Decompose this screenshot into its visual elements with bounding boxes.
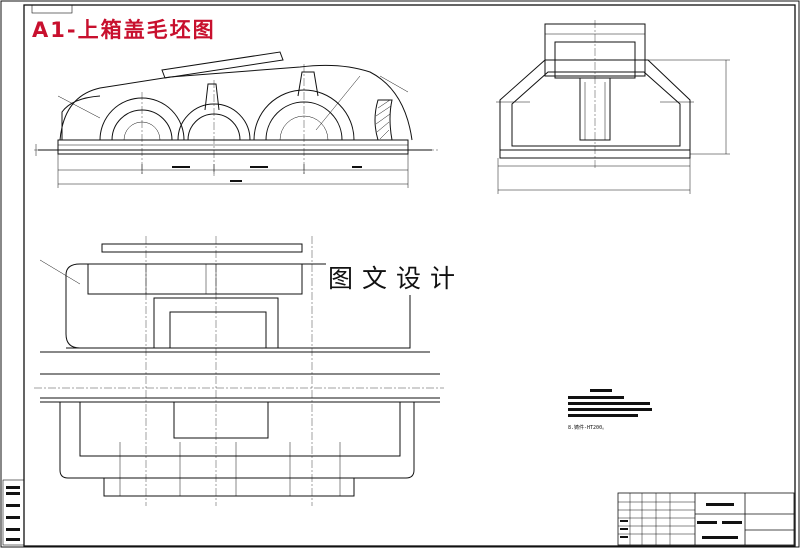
sheet-inner-border	[23, 4, 796, 547]
sheet-corner-tab	[31, 4, 73, 14]
technical-requirements-block	[568, 389, 652, 417]
top-view	[34, 236, 444, 506]
front-view	[34, 51, 440, 188]
drawing-title: A1-上箱盖毛坯图	[32, 18, 216, 42]
title-block	[617, 492, 795, 546]
side-view	[496, 20, 730, 194]
left-stamp-column	[2, 479, 25, 546]
watermark-text: 图文设计	[326, 259, 467, 295]
material-note: 8.铸件-HT200。	[568, 425, 608, 431]
